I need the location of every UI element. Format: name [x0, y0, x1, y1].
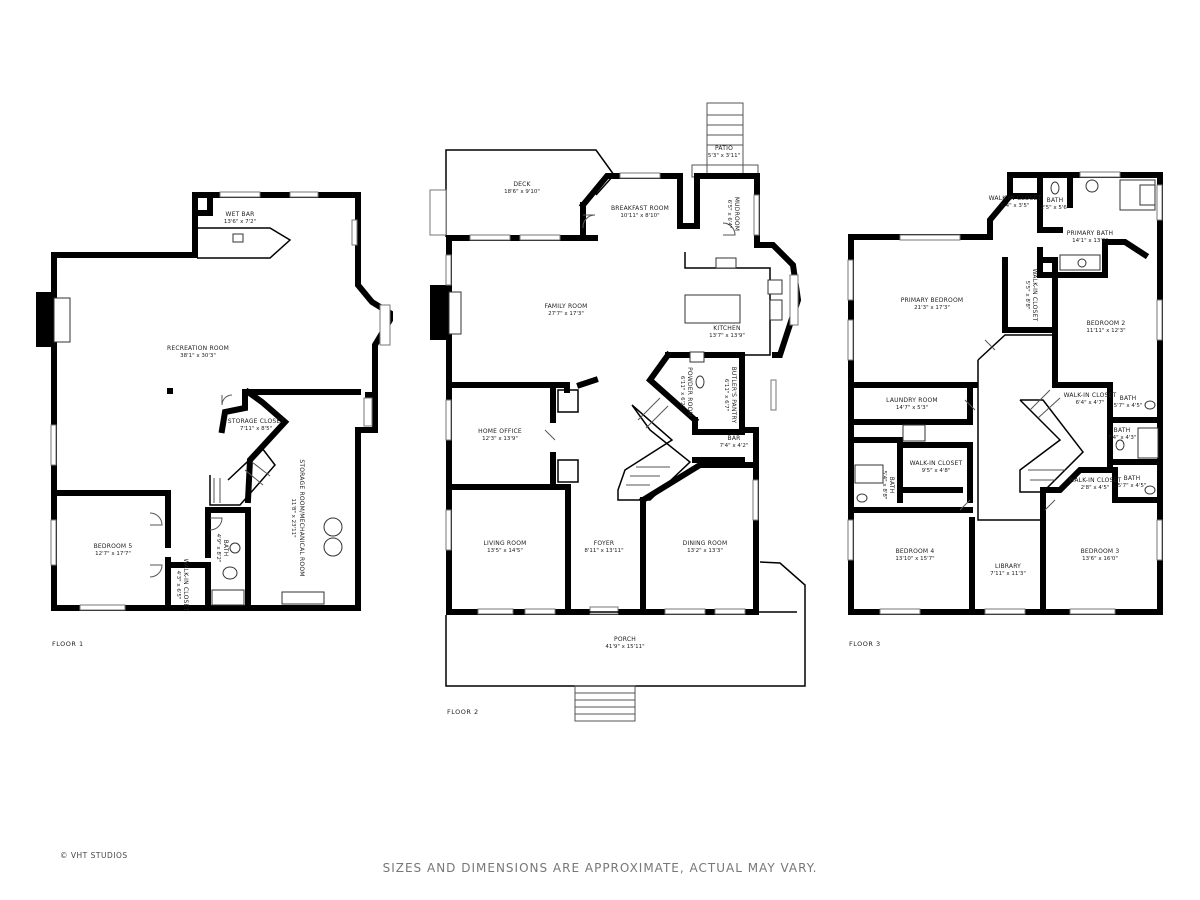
room-name: STORAGE CLOSET	[228, 418, 285, 425]
room-name: STORAGE ROOM/MECHANICAL ROOM	[298, 459, 305, 576]
room-name: FOYER	[594, 540, 614, 547]
room-name: WALK-IN CLOSET	[910, 460, 963, 467]
room-dim: 5'4" x 3'5"	[1001, 203, 1030, 209]
room-dim: 38'1" x 30'3"	[180, 353, 216, 359]
room-name: DECK	[513, 181, 531, 188]
disclaimer: SIZES AND DIMENSIONS ARE APPROXIMATE, AC…	[383, 861, 818, 875]
room-name: LAUNDRY ROOM	[886, 397, 938, 404]
room-name: BATH	[1124, 475, 1141, 482]
room-name: WALK-IN CLOSET	[1069, 477, 1122, 484]
room-dim: 9'5" x 4'8"	[922, 468, 951, 474]
room-dim: 4'9" x 8'2"	[215, 534, 221, 563]
room-dim: 18'6" x 9'10"	[504, 189, 540, 195]
room-name: DINING ROOM	[683, 540, 728, 547]
room-dim: 10'11" x 8'10"	[620, 213, 659, 219]
room-name: BATH	[1120, 395, 1137, 402]
room-dim: 5'7" x 4'5"	[1118, 483, 1147, 489]
room-name: BATH	[222, 540, 229, 557]
room-dim: 13'6" x 16'0"	[1082, 556, 1118, 562]
room-name: POWDER ROOM	[686, 367, 693, 417]
room-dim: 4'3" x 6'5"	[175, 571, 181, 600]
room-name: MUDROOM	[733, 197, 740, 231]
room-dim: 7'4" x 4'3"	[1108, 435, 1137, 441]
room-name: KITCHEN	[713, 325, 740, 332]
room-dim: 5'5" x 8'8"	[1024, 281, 1030, 310]
room-dim: 13'6" x 7'2"	[224, 219, 256, 225]
room-dim: 5'4" x 8'8"	[881, 471, 887, 500]
room-name: BEDROOM 4	[896, 548, 935, 555]
room-name: PRIMARY BEDROOM	[901, 297, 964, 304]
room-dim: 13'5" x 14'5"	[487, 548, 523, 554]
room-name: BUTLER'S PANTRY	[730, 367, 737, 424]
room-name: WALK-IN CLOSET	[1031, 269, 1038, 322]
room-dim: 6'4" x 4'7"	[1076, 400, 1105, 406]
room-name: WET BAR	[225, 211, 254, 218]
room-name: BATH	[1114, 427, 1131, 434]
floor-label: FLOOR 3	[849, 640, 881, 648]
room-name: WALK-IN CLOSET	[1064, 392, 1117, 399]
room-dim: 2'5" x 5'6"	[1041, 205, 1070, 211]
room-dim: 13'2" x 13'3"	[687, 548, 723, 554]
room-dim: 21'3" x 17'3"	[914, 305, 950, 311]
room-dim: 12'7" x 17'7"	[95, 551, 131, 557]
room-dim: 7'11" x 8'5"	[240, 426, 272, 432]
room-dim: 13'7" x 13'9"	[709, 333, 745, 339]
room-dim: 41'9" x 15'11"	[605, 644, 644, 650]
room-dim: 2'8" x 4'5"	[1081, 485, 1110, 491]
room-name: WALK-IN CLOSET	[182, 559, 189, 612]
room-dim: 14'1" x 13'3"	[1072, 238, 1108, 244]
room-dim: 6'11" x 6'2"	[679, 376, 685, 408]
room-name: BEDROOM 2	[1087, 320, 1126, 327]
copyright: © VHT STUDIOS	[60, 851, 128, 860]
room-name: FAMILY ROOM	[544, 303, 587, 310]
room-name: HOME OFFICE	[478, 428, 522, 435]
room-name: BEDROOM 3	[1081, 548, 1120, 555]
room-dim: 7'11" x 11'3"	[990, 571, 1026, 577]
room-name: BATH	[888, 477, 895, 494]
room-name: PRIMARY BATH	[1067, 230, 1114, 237]
room-name: LIBRARY	[995, 563, 1021, 570]
room-dim: 14'7" x 5'3"	[896, 405, 928, 411]
room-name: BAR	[728, 435, 741, 442]
room-dim: 5'3" x 3'11"	[708, 153, 740, 159]
room-dim: 6'5" x 6'4"	[726, 200, 732, 229]
room-dim: 5'7" x 4'5"	[1114, 403, 1143, 409]
room-dim: 6'11" x 6'7"	[723, 379, 729, 411]
room-dim: 8'11" x 13'11"	[584, 548, 623, 554]
floor-1	[36, 191, 393, 611]
room-name: PORCH	[614, 636, 636, 643]
room-dim: 11'11" x 12'3"	[1086, 328, 1125, 334]
room-name: PATIO	[715, 145, 733, 152]
floor-label: FLOOR 1	[52, 640, 84, 648]
floor-3	[847, 171, 1163, 615]
room-name: BATH	[1047, 197, 1064, 204]
room-labels: WET BAR 13'6" x 7'2" RECREATION ROOM 38'…	[52, 145, 1146, 875]
room-dim: 7'4" x 4'2"	[720, 443, 749, 449]
floor-2	[429, 102, 806, 722]
room-name: RECREATION ROOM	[167, 345, 229, 352]
room-name: WALK-IN CLOSET	[989, 195, 1042, 202]
room-name: LIVING ROOM	[483, 540, 526, 547]
room-name: BEDROOM 5	[94, 543, 133, 550]
floor-label: FLOOR 2	[447, 708, 479, 716]
room-dim: 12'3" x 13'9"	[482, 436, 518, 442]
room-dim: 27'7" x 17'3"	[548, 311, 584, 317]
room-name: BREAKFAST ROOM	[611, 205, 669, 212]
room-dim: 11'8" x 23'11"	[290, 498, 296, 537]
room-dim: 13'10" x 15'7"	[895, 556, 934, 562]
